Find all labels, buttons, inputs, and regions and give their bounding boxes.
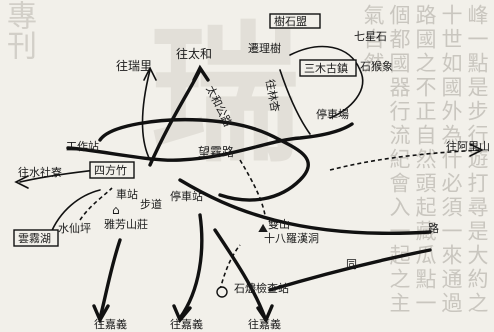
label-to-gaoyi-2: 往嘉義 bbox=[170, 317, 203, 331]
box-shouzhen bbox=[269, 13, 321, 29]
label-chezhan: 車站 bbox=[116, 187, 138, 201]
arrow-ruili bbox=[143, 66, 157, 81]
background-left-text: 專刊 bbox=[1, 0, 36, 60]
label-to-ali: 往阿里山 bbox=[446, 139, 490, 153]
label-parking: 停車場 bbox=[316, 107, 349, 121]
label-tingche: 停車站 bbox=[170, 189, 203, 203]
box-sanmuzhen bbox=[299, 59, 357, 77]
label-to-gaoyi-1: 往嘉義 bbox=[94, 317, 127, 331]
arrow-gaoyi-2 bbox=[172, 304, 192, 324]
road-to-taihe bbox=[148, 68, 202, 167]
road-south-to-gaoyi-1 bbox=[98, 238, 122, 320]
label-yuanhu: 雲霧湖 bbox=[18, 232, 51, 245]
box-yuanhu bbox=[13, 229, 59, 247]
background-large-character: 瑞 bbox=[150, 7, 301, 183]
arrow-shuishe bbox=[14, 175, 29, 189]
route-to-ruili bbox=[141, 69, 151, 161]
label-shihou: 石猴象 bbox=[360, 59, 393, 73]
label-shiba: 十八羅漢洞 bbox=[264, 231, 319, 245]
box-siliao bbox=[89, 161, 135, 179]
label-to-taihe: 往太和 bbox=[176, 46, 212, 61]
label-to-shuishe: 往水社寮 bbox=[18, 165, 62, 179]
route-northeast-loop bbox=[289, 45, 364, 119]
label-yurong: 雅芳山莊 bbox=[104, 217, 148, 231]
road-south-to-gaoyi-2 bbox=[178, 213, 204, 320]
label-xianxian: 水仙坪 bbox=[58, 222, 91, 235]
label-to-lilin: 往林杏 bbox=[263, 78, 283, 113]
label-siliao: 四方竹 bbox=[94, 163, 127, 177]
label-sanmuzhen: 三木古鎮 bbox=[304, 61, 348, 75]
checkpoint-marker bbox=[216, 286, 228, 298]
main-road-east-west bbox=[66, 122, 354, 162]
label-to-gaoyi-3: 往嘉義 bbox=[248, 317, 281, 331]
road-loop-east bbox=[218, 138, 310, 202]
trail-to-ali bbox=[329, 149, 481, 171]
trail-to-shiba bbox=[239, 159, 266, 216]
label-qixingshi: 七星石 bbox=[354, 30, 387, 43]
route-to-shanhe bbox=[279, 69, 311, 135]
label-gongzuozhan: 工作站 bbox=[66, 139, 99, 153]
label-shouzhen: 樹石盟 bbox=[274, 15, 307, 28]
road-south-east bbox=[178, 178, 432, 236]
label-tongshi: 石燼檢查站 bbox=[234, 281, 289, 295]
arrow-ali bbox=[469, 143, 484, 157]
arrow-gaoyi-1 bbox=[92, 304, 110, 324]
road-south-to-gaoyi-3 bbox=[213, 228, 267, 320]
mountain-villa-icon: ⌂ bbox=[112, 203, 120, 217]
label-to-ruili: 往瑞里 bbox=[116, 58, 152, 73]
label-bottom-right: 同 bbox=[346, 258, 357, 271]
background-column-text: 峰一點是步行遊打尋是大約之十世如國外為什必須一來通過路國之不正自然頭起藏瓜點一個… bbox=[361, 4, 489, 316]
arrow-taihe bbox=[192, 64, 210, 82]
route-to-yuanhu bbox=[49, 189, 101, 236]
label-xinlu: 望霧路 bbox=[198, 144, 234, 159]
label-road-right: 路 bbox=[428, 222, 439, 235]
label-shuangshan: 雙山 bbox=[268, 218, 290, 231]
label-pushi: 步道 bbox=[140, 197, 162, 211]
road-bottom-right bbox=[268, 248, 432, 292]
road-loop-north bbox=[98, 117, 282, 142]
arrow-gaoyi-3 bbox=[256, 304, 274, 324]
trail-to-xianxian bbox=[79, 187, 113, 221]
label-huanyuan: 遷理樹 bbox=[248, 42, 281, 55]
grotto-icon: ⛰ bbox=[258, 221, 268, 235]
